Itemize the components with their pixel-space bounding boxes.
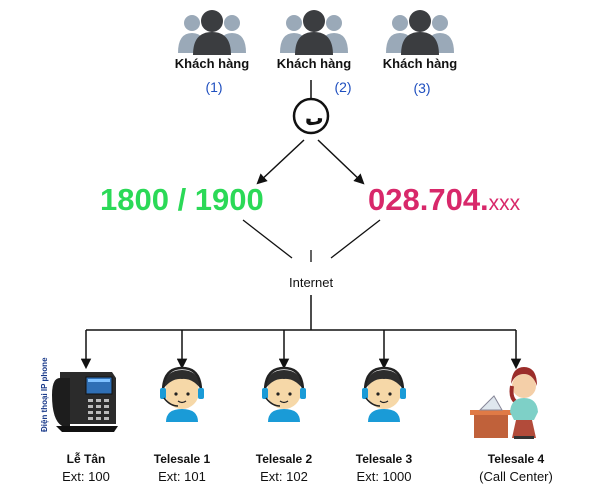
landline-suffix: xxx xyxy=(488,192,521,215)
customer-label: Khách hàng xyxy=(276,56,352,71)
customer-group-icon xyxy=(386,10,454,55)
customer-label: Khách hàng xyxy=(174,56,250,71)
device-name: Telesale 1 xyxy=(153,452,211,466)
phone-call-icon xyxy=(292,97,330,135)
hotline-number: 1800 / 1900 xyxy=(100,182,264,217)
device-ext: Ext: 101 xyxy=(158,469,206,484)
landline-prefix: 028.704. xyxy=(368,182,489,217)
customer-group-icon xyxy=(178,10,246,55)
device-name: Telesale 3 xyxy=(355,452,413,466)
landline-number: 028.704.xxx xyxy=(368,182,520,218)
ip-phone-caption: Điện thoại IP phone xyxy=(40,357,49,432)
device-name: Telesale 4 xyxy=(487,452,545,466)
headset-agent-icon xyxy=(158,366,206,424)
hotline-to-internet-line xyxy=(242,219,293,259)
device-ext: (Call Center) xyxy=(479,469,553,484)
customer-label: Khách hàng xyxy=(382,56,458,71)
device-ext: Ext: 1000 xyxy=(356,469,412,484)
headset-agent-icon xyxy=(260,366,308,424)
customer-number: (2) xyxy=(334,79,352,95)
call-center-agent-icon xyxy=(470,367,538,439)
ip-phone-icon xyxy=(52,372,118,432)
arrow-to-hotline xyxy=(256,139,305,185)
device-ext: Ext: 102 xyxy=(260,469,308,484)
customer-number: (3) xyxy=(413,80,431,96)
device-name: Lễ Tân xyxy=(66,452,106,466)
device-name: Telesale 2 xyxy=(255,452,313,466)
customer-number: (1) xyxy=(205,79,223,95)
device-ext: Ext: 100 xyxy=(62,469,110,484)
arrow-to-landline xyxy=(317,139,365,185)
customer-group-icon xyxy=(280,10,348,55)
headset-agent-icon xyxy=(360,366,408,424)
landline-to-internet-line xyxy=(330,219,381,259)
internet-label: Internet xyxy=(285,275,338,290)
